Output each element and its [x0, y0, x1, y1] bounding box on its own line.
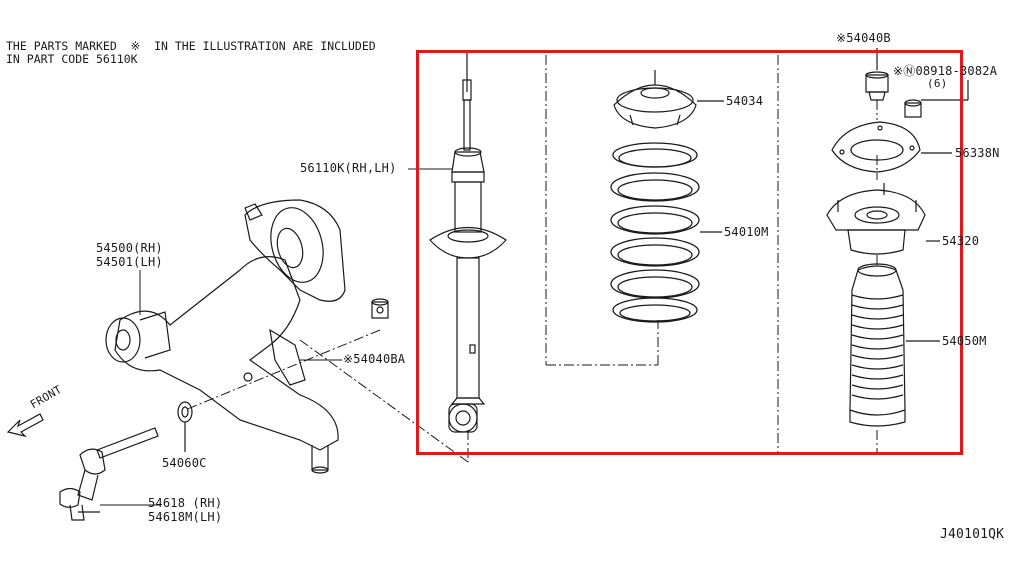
label-tie-rod-lh[interactable]: 54618M(LH): [148, 510, 223, 524]
label-lower-arm-lh[interactable]: 54501(LH): [96, 255, 163, 269]
leader-lines: [100, 168, 452, 506]
bound-bumper-drawing: [849, 263, 940, 427]
nut-54040ba-drawing: [371, 298, 389, 319]
lower-arm-drawing: [105, 199, 346, 474]
label-tie-rod-rh[interactable]: 54618 (RH): [148, 496, 223, 510]
inclusion-note-line2: IN PART CODE 56110K: [6, 52, 138, 66]
inclusion-note-line1: THE PARTS MARKED ※ IN THE ILLUSTRATION A…: [6, 39, 376, 53]
label-bound-bumper[interactable]: 54050M: [942, 334, 987, 348]
mount-seat-drawing: [613, 70, 724, 129]
plate-56338n-drawing: [831, 121, 952, 173]
label-plate-56338n[interactable]: 56338N: [955, 146, 1000, 160]
label-nut-08918-qty: (6): [927, 77, 948, 90]
label-mount-seat[interactable]: 54034: [726, 94, 764, 108]
label-shock-absorber[interactable]: 56110K(RH,LH): [300, 161, 397, 175]
label-coil-spring[interactable]: 54010M: [724, 225, 769, 239]
label-lower-arm-rh[interactable]: 54500(RH): [96, 241, 163, 255]
washer-drawing: [177, 401, 193, 452]
label-nut-54040ba[interactable]: ※54040BA: [343, 352, 406, 366]
guide-lines: [184, 55, 878, 463]
coil-spring-drawing: [610, 142, 722, 323]
label-washer[interactable]: 54060C: [162, 456, 207, 470]
label-nut-54040b[interactable]: ※54040B: [836, 31, 891, 45]
label-nut-08918[interactable]: ※Ⓝ08918-3082A: [893, 64, 998, 78]
diagram-code: J40101QK: [940, 527, 1005, 542]
strut-mount-drawing: [826, 183, 940, 255]
front-arrow-icon: [6, 413, 44, 438]
shock-absorber-drawing: [429, 50, 507, 433]
tie-rod-end-drawing: [59, 427, 159, 521]
label-strut-mount[interactable]: 54320: [942, 234, 980, 248]
highlight-box: [416, 50, 963, 455]
